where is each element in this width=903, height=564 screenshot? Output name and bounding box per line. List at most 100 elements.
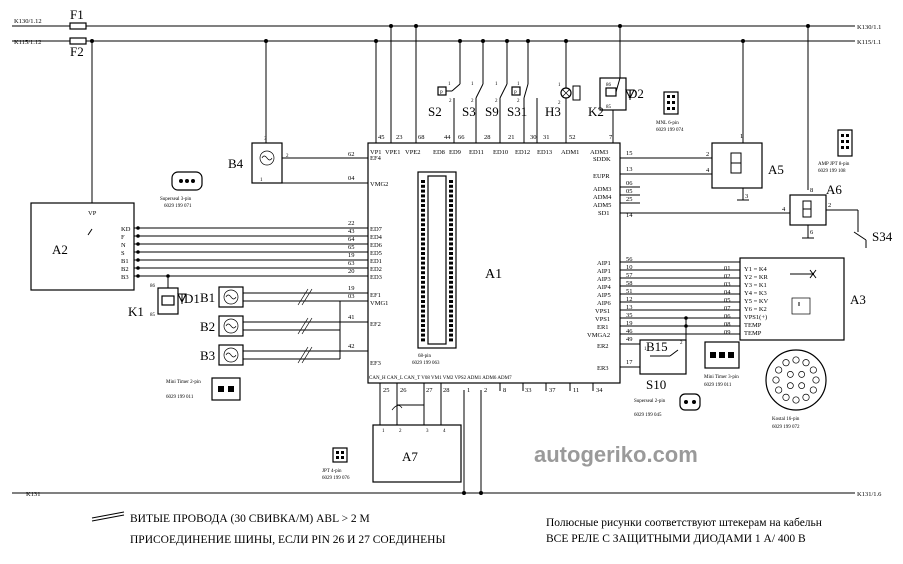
a1-pin-ed13: ED13 — [537, 149, 552, 156]
a1-connector-pin — [421, 324, 425, 327]
a1-pin-30: 30 — [530, 134, 537, 141]
a1-connector-pin — [449, 223, 453, 227]
svg-text:2: 2 — [828, 202, 831, 209]
a2-pin-s: S — [121, 250, 125, 257]
a1-pin-sddk: SDDK — [593, 156, 611, 163]
svg-text:2: 2 — [471, 99, 474, 104]
svg-text:06: 06 — [626, 180, 633, 187]
a1-connector-pin — [421, 223, 425, 227]
svg-text:2: 2 — [495, 99, 498, 104]
a1-pin-vmg2: VMG2 — [370, 181, 388, 188]
sensor-b4: B4 3 2 1 62 04 EF4 VMG2 — [228, 137, 388, 188]
kostal-pin — [812, 376, 820, 384]
a1-pin-ed6: ED6 — [370, 242, 383, 249]
a1-connector-pin — [449, 324, 453, 327]
a2-pin-b3: B3 — [121, 274, 129, 281]
svg-text:25: 25 — [383, 387, 390, 394]
fuse-f2-label: F2 — [70, 44, 84, 59]
svg-text:19: 19 — [348, 285, 355, 292]
a1-pin-ed2: ED2 — [370, 266, 382, 273]
kostal-pin — [782, 359, 790, 367]
svg-text:34: 34 — [596, 387, 603, 394]
switch-s10-label: S10 — [646, 377, 666, 392]
svg-text:P: P — [440, 91, 443, 96]
fuse-f1: F1 — [69, 7, 87, 30]
a1-connector-pin — [421, 280, 425, 284]
a1-pin-aip4: AIP4 — [597, 284, 611, 291]
svg-text:85: 85 — [150, 313, 156, 318]
a1-connector-pin — [449, 280, 453, 284]
a1-connector-pin — [421, 228, 425, 231]
svg-text:P: P — [514, 91, 517, 96]
connector-superseal3-part: 6029 199 071 — [164, 204, 192, 209]
a1-pin-number: 35 — [626, 312, 633, 319]
svg-text:26: 26 — [400, 387, 407, 394]
a1-pin-aip1b: AIP1 — [597, 268, 611, 275]
switch-s9-label: S9 — [485, 104, 499, 119]
a1-pin-number: 12 — [626, 296, 633, 303]
a1-connector-pin — [421, 285, 425, 289]
a1-connector-pin — [449, 194, 453, 198]
a1-connector-pin — [421, 213, 425, 217]
lamp-h3: 12 H3 — [545, 83, 581, 143]
a2-pin-f: F — [121, 234, 125, 241]
svg-text:43: 43 — [348, 228, 355, 235]
svg-text:49: 49 — [626, 336, 633, 343]
svg-text:1: 1 — [644, 347, 647, 352]
a1-pin-31: 31 — [543, 134, 550, 141]
watermark: autogeriko.com — [534, 442, 698, 467]
connector-superseal3-name: Superseal 3-pin — [160, 197, 192, 202]
a1-pin-ed9: ED9 — [449, 149, 461, 156]
svg-text:1: 1 — [382, 429, 385, 434]
a3-pin-label: Y2 = KR — [744, 274, 769, 281]
a1-pin-number: 58 — [626, 280, 633, 287]
display-a6: 8 4 2 6 A6 S34 — [782, 182, 893, 248]
svg-text:03: 03 — [348, 293, 355, 300]
note-pole-pictures: Полюсные рисунки соответствуют штекерам … — [546, 517, 822, 529]
a1-connector-pin — [449, 247, 453, 251]
svg-text:20: 20 — [348, 268, 355, 275]
svg-text:63: 63 — [348, 260, 355, 267]
a1-connector-pin — [449, 228, 453, 231]
rail-k115-right-label: K115/1.1 — [857, 39, 881, 46]
a1-connector-pin — [449, 218, 453, 222]
svg-text:3: 3 — [426, 429, 429, 434]
rail-junctions — [90, 24, 810, 495]
connector-mnl6: MNL 6-pin 6029 199 074 — [656, 91, 684, 133]
a1-pin-52: 52 — [569, 134, 576, 141]
svg-text:2: 2 — [286, 154, 289, 159]
rail-k130: K130/1.12 K130/1.1 — [12, 18, 881, 31]
lamp-h3-label: H3 — [545, 104, 561, 119]
svg-text:62: 62 — [348, 151, 355, 158]
a1-pin-66: 66 — [458, 134, 465, 141]
svg-text:2: 2 — [449, 99, 452, 104]
a1-pin-ef3: EF3 — [370, 360, 381, 367]
a1-pin-er1: ER1 — [597, 324, 609, 331]
a1-connector-pin — [421, 276, 425, 279]
a1-connector-pin — [421, 271, 425, 275]
svg-text:2: 2 — [680, 341, 683, 346]
a1-pin-ed10: ED10 — [493, 149, 508, 156]
connector-superseal2-name: Superseal 2-pin — [634, 399, 666, 404]
rail-drops — [91, 26, 809, 493]
svg-text:2: 2 — [706, 151, 709, 158]
module-a2: A2 VP KD F N S B1 B2 B3 — [30, 202, 135, 291]
a1-connector-pin — [449, 180, 453, 183]
a1-connector-pin — [449, 237, 453, 241]
a1-connector-pin — [449, 189, 453, 193]
a1-connector-pin — [421, 266, 425, 270]
a1-connector-pin — [449, 338, 453, 342]
a2-pin-b2: B2 — [121, 266, 129, 273]
ecu-a1: A1 68-pin 6029 199 063 — [367, 142, 621, 384]
a1-connector-pin — [421, 189, 425, 193]
a1-connector-pin — [449, 276, 453, 279]
a1-pin-7: 7 — [609, 134, 613, 141]
a1-pin-adm3: ADM3 — [590, 149, 608, 156]
svg-text:8: 8 — [810, 187, 813, 194]
a1-connector-pin — [421, 252, 425, 255]
a2-pin-vp: VP — [88, 210, 97, 217]
a1-connector-pin — [421, 184, 425, 188]
a1-connector-pin — [421, 261, 425, 265]
a1-pin-ed4: ED4 — [370, 234, 383, 241]
